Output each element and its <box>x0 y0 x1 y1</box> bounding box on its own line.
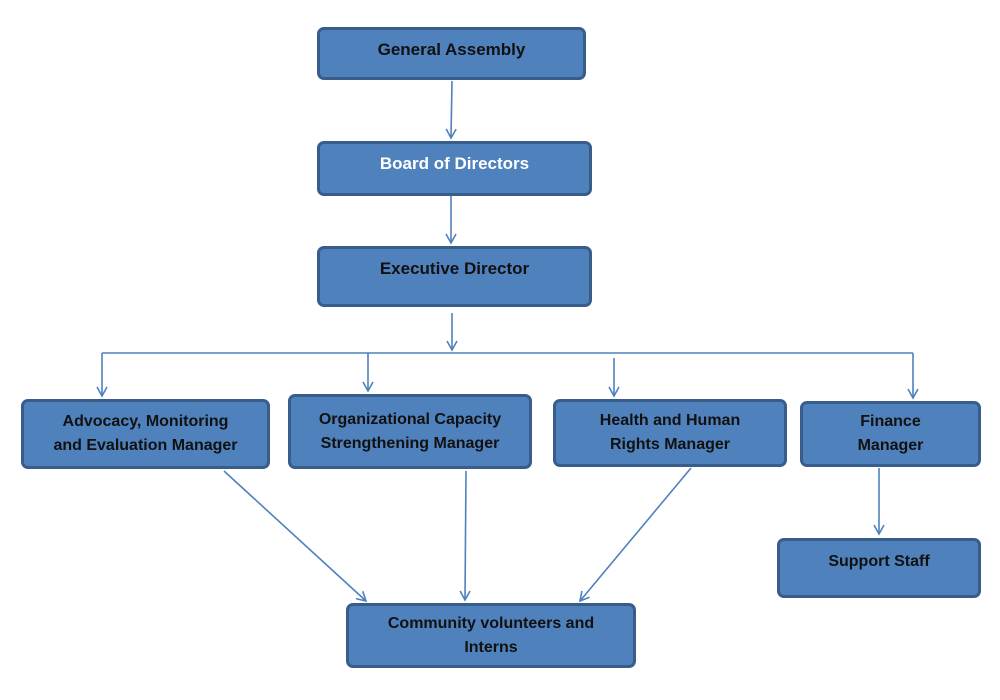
board-of-directors-box[interactable]: Board of Directors <box>317 141 592 196</box>
org-capacity-manager-label-line2: Strengthening Manager <box>320 434 500 452</box>
executive-director-label: Executive Director <box>379 259 530 278</box>
finance-manager-label-line1: Finance <box>860 413 921 430</box>
arrow-advocacy-to-community <box>223 470 368 603</box>
health-rights-manager-box[interactable]: Health and Human Rights Manager <box>553 399 787 467</box>
finance-manager-box[interactable]: Finance Manager <box>800 401 981 467</box>
board-of-directors-label: Board of Directors <box>379 154 530 173</box>
support-staff-box[interactable]: Support Staff <box>777 538 981 598</box>
arrow-orgcap-to-community <box>459 470 471 602</box>
community-volunteers-label-line2: Interns <box>464 638 518 656</box>
arrow-general-to-board <box>445 80 457 140</box>
executive-director-box[interactable]: Executive Director <box>317 246 592 307</box>
health-rights-manager-label-line2: Rights Manager <box>609 436 730 453</box>
finance-manager-label-line2: Manager <box>857 437 924 454</box>
community-volunteers-box[interactable]: Community volunteers and Interns <box>346 603 636 668</box>
general-assembly-label: General Assembly <box>377 40 526 59</box>
general-assembly-box[interactable]: General Assembly <box>317 27 586 80</box>
health-rights-manager-label-line1: Health and Human <box>599 412 741 429</box>
org-capacity-manager-box[interactable]: Organizational Capacity Strengthening Ma… <box>288 394 532 469</box>
arrow-health-to-community <box>578 467 692 603</box>
support-staff-label: Support Staff <box>828 553 930 570</box>
advocacy-manager-label-line2: and Evaluation Manager <box>53 437 238 454</box>
org-capacity-manager-label-line1: Organizational Capacity <box>318 410 502 428</box>
advocacy-manager-label-line1: Advocacy, Monitoring <box>62 413 229 430</box>
community-volunteers-label-line1: Community volunteers and <box>387 614 595 632</box>
advocacy-manager-box[interactable]: Advocacy, Monitoring and Evaluation Mana… <box>21 399 270 469</box>
